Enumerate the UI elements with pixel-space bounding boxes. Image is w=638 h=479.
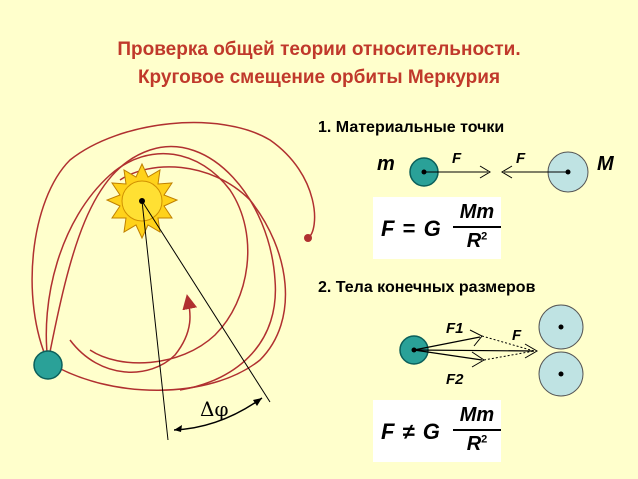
orbit-paths: [31, 121, 316, 391]
label-force-left: F: [452, 150, 462, 167]
finite-bodies-diagram: [399, 304, 584, 397]
page-title: Проверка общей теории относительности. К…: [0, 36, 638, 92]
label-force-1: F1: [446, 320, 464, 337]
orbit-loop-2: [47, 145, 277, 391]
section-1-label: 1. Материальные точки: [318, 119, 505, 136]
label-force-right: F: [516, 150, 526, 167]
orbit-end-dot: [304, 234, 312, 242]
perihelion-lines: [141, 200, 271, 441]
angle-arc-arrow-left: [174, 425, 182, 432]
orbit-loop-1: [31, 121, 316, 363]
orbit-loop-3: [47, 166, 287, 391]
angle-arc-arrow-right: [253, 398, 262, 406]
title-line-2: Круговое смещение орбиты Меркурия: [137, 67, 501, 88]
label-force-total: F: [512, 327, 522, 344]
section-2-label: 2. Тела конечных размеров: [318, 279, 536, 296]
label-force-2: F2: [446, 371, 464, 388]
formula-not-equal: F ≠ G Mm R2: [373, 400, 501, 462]
orbit-loop-4: [45, 152, 249, 364]
label-mass-small: m: [377, 153, 395, 175]
orbit-loop-5: [69, 294, 198, 373]
angle-arc: [173, 397, 263, 431]
formula-2-lhs: F ≠ G: [381, 419, 440, 444]
formula-newton-gravity: F = G Mm R2: [373, 197, 501, 259]
formula-1-fraction: Mm R2: [453, 201, 501, 253]
formula-2-fraction: Mm R2: [453, 404, 501, 456]
planet-mercury: [33, 350, 63, 380]
formula-1-lhs: F = G: [381, 216, 441, 241]
label-angle-delta-phi: Δφ: [200, 397, 228, 421]
title-line-1: Проверка общей теории относительности.: [117, 39, 521, 60]
label-mass-large: M: [597, 153, 615, 175]
point-masses-diagram: [409, 151, 589, 193]
